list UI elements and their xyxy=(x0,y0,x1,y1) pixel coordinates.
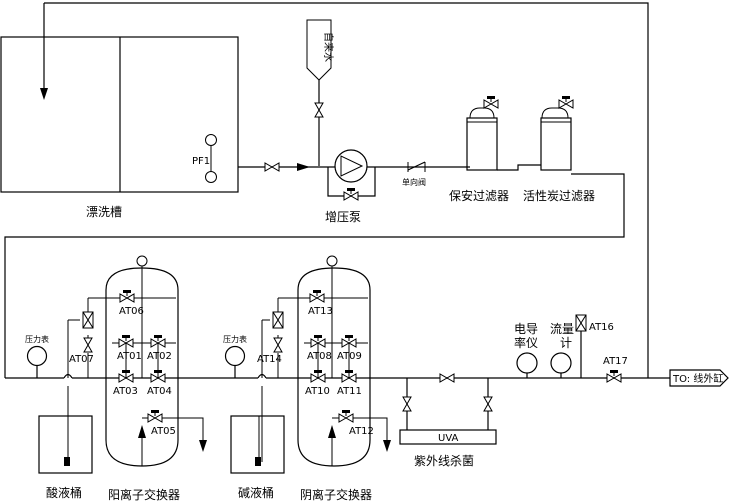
uv-inlet-valve[interactable] xyxy=(402,396,412,412)
filter-link-pipe xyxy=(497,164,541,171)
carbon-filter xyxy=(540,95,574,171)
acid-tank-label: 酸液桶 xyxy=(46,485,82,500)
tap-water-valve[interactable] xyxy=(314,102,324,118)
valve-at09-label: AT09 xyxy=(337,351,362,362)
alkali-box-valve[interactable] xyxy=(272,311,284,329)
outlet-tag: TO: 线外缸 xyxy=(669,369,729,387)
valve-at06-label: AT06 xyxy=(119,306,144,317)
valve-at14[interactable] xyxy=(273,337,283,353)
level-switch-label: PF1 xyxy=(192,156,210,167)
valve-at12[interactable] xyxy=(338,409,354,423)
anion-exchanger xyxy=(297,255,371,467)
uv-sterilizer-label: 紫外线杀菌 xyxy=(414,453,474,468)
cation-flow-arrow-icon xyxy=(138,425,146,438)
flowmeter xyxy=(550,352,572,378)
flowmeter-label-2: 计 xyxy=(560,336,572,350)
valve-at05-label: AT05 xyxy=(151,426,176,437)
check-valve-label: 单向阀 xyxy=(402,177,426,187)
valve-at07[interactable] xyxy=(83,337,93,353)
tap-water-feed: 自来水 xyxy=(306,19,335,166)
return-loop-pipe xyxy=(44,2,649,378)
security-filter-vent-valve[interactable] xyxy=(483,95,499,109)
alkali-tank-label: 碱液桶 xyxy=(238,485,274,500)
rinse-tank-label: 漂洗槽 xyxy=(86,205,122,219)
filter-outlet-pipe xyxy=(4,173,625,378)
tap-water-label: 自来水 xyxy=(322,32,335,62)
valve-at03[interactable] xyxy=(118,369,134,383)
valve-at14-label: AT14 xyxy=(257,354,282,365)
uv-sterilizer: UVA xyxy=(399,378,497,445)
rinse-tank: PF1 xyxy=(0,3,239,193)
acid-tank xyxy=(38,415,93,474)
acid-box-valve[interactable] xyxy=(82,311,94,329)
cation-exchanger xyxy=(105,255,179,467)
valve-at17-label: AT17 xyxy=(603,356,628,367)
cation-exchanger-label: 阳离子交换器 xyxy=(108,487,180,502)
valve-at03-label: AT03 xyxy=(113,386,138,397)
anion-drain-arrow-icon xyxy=(383,440,391,452)
valve-at16[interactable] xyxy=(575,314,587,332)
booster-pump-label: 增压泵 xyxy=(325,210,361,224)
outlet-label: TO: 线外缸 xyxy=(672,372,723,385)
valve-at04-label: AT04 xyxy=(147,386,172,397)
level-switch-pf1: PF1 xyxy=(192,134,217,183)
check-valve[interactable] xyxy=(407,161,426,172)
booster-pump[interactable] xyxy=(334,149,368,183)
valve-at06[interactable] xyxy=(119,289,135,303)
uva-label: UVA xyxy=(438,433,459,444)
valve-at07-label: AT07 xyxy=(69,354,94,365)
anion-exchanger-label: 阴离子交换器 xyxy=(300,487,372,502)
tank-outlet-valve[interactable] xyxy=(264,162,280,172)
security-filter-label: 保安过滤器 xyxy=(449,188,509,203)
flow-arrow-icon xyxy=(297,163,310,171)
security-filter xyxy=(466,95,499,171)
valve-at10[interactable] xyxy=(310,369,326,383)
conductivity-label-1: 电导 xyxy=(514,322,538,336)
valve-at04[interactable] xyxy=(150,369,166,383)
valve-at05[interactable] xyxy=(147,409,163,423)
pressure-gauge-1 xyxy=(26,345,48,378)
conductivity-label-2: 率仪 xyxy=(514,335,538,350)
valve-at08-label: AT08 xyxy=(307,351,332,362)
uv-outlet-valve[interactable] xyxy=(483,396,493,412)
valve-at11[interactable] xyxy=(341,369,357,383)
carbon-filter-label: 活性炭过滤器 xyxy=(523,189,595,203)
pressure-gauge-2-label: 压力表 xyxy=(223,334,247,344)
valve-at13-label: AT13 xyxy=(308,306,333,317)
flowmeter-label-1: 流量 xyxy=(550,322,574,336)
uv-bypass-valve[interactable] xyxy=(439,373,455,383)
valve-at02-label: AT02 xyxy=(147,351,172,362)
valve-at01-label: AT01 xyxy=(117,351,142,362)
valve-at16-label: AT16 xyxy=(589,322,614,333)
pump-bypass-valve[interactable] xyxy=(343,187,359,201)
valve-at11-label: AT11 xyxy=(337,386,362,397)
pressure-gauge-2 xyxy=(224,345,246,378)
conductivity-meter xyxy=(516,352,538,378)
carbon-filter-vent-valve[interactable] xyxy=(558,95,574,109)
anion-flow-arrow-icon xyxy=(328,425,336,438)
alkali-tank xyxy=(230,415,285,474)
valve-at13[interactable] xyxy=(309,289,325,303)
valve-at17[interactable] xyxy=(606,369,622,383)
valve-at12-label: AT12 xyxy=(349,426,374,437)
pressure-gauge-1-label: 压力表 xyxy=(25,334,49,344)
valve-at10-label: AT10 xyxy=(305,386,330,397)
cation-drain-arrow-icon xyxy=(199,440,207,452)
